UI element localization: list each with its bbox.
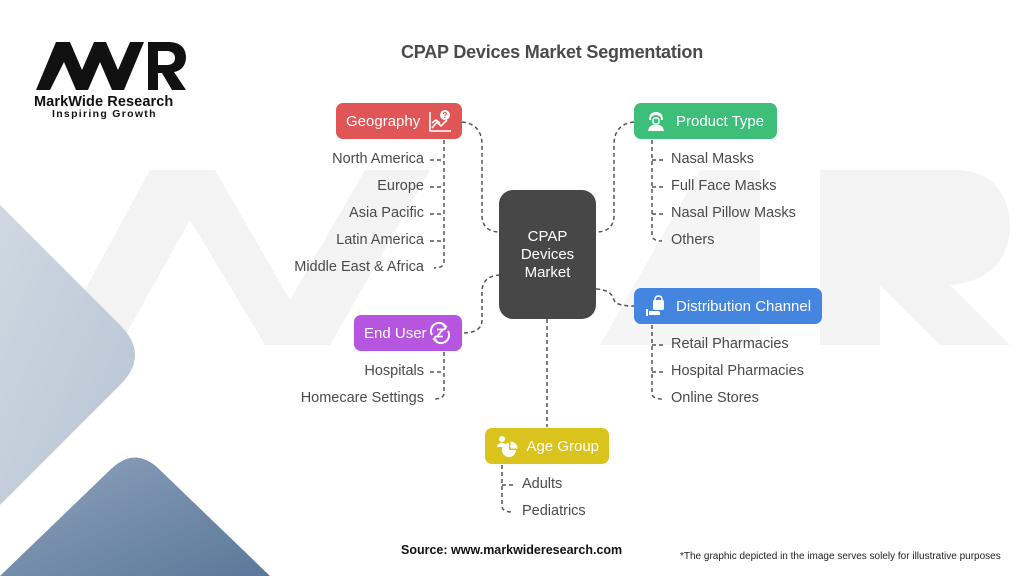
- category-label: Geography: [346, 112, 421, 130]
- sleep-cycle-icon: [428, 321, 452, 345]
- decor-shape-dark: [0, 457, 270, 576]
- cpap-mask-user-icon: [644, 109, 668, 133]
- list-item: Asia Pacific: [349, 205, 424, 221]
- users-pie-icon: [495, 434, 519, 458]
- connector-product-leaves: [651, 140, 663, 242]
- list-item: Others: [671, 232, 715, 248]
- connector-distribution-leaves: [651, 325, 663, 400]
- category-product-type: Product Type: [634, 103, 777, 139]
- category-age-group: Age Group: [485, 428, 609, 464]
- category-distribution-channel: Distribution Channel: [634, 288, 822, 324]
- list-item: Nasal Masks: [671, 151, 754, 167]
- list-item: Adults: [522, 476, 563, 492]
- logo-name: MarkWide Research: [34, 94, 174, 110]
- markwide-logo-icon: [36, 42, 186, 90]
- list-item: Europe: [377, 178, 424, 194]
- list-item: Nasal Pillow Masks: [671, 205, 796, 221]
- connector-geography: [461, 121, 501, 233]
- list-item: Online Stores: [671, 390, 759, 406]
- list-item: Latin America: [336, 232, 424, 248]
- decor-shape-light: [0, 205, 135, 505]
- logo-tagline: Inspiring Growth: [52, 108, 157, 120]
- list-item: Full Face Masks: [671, 178, 777, 194]
- list-item: Pediatrics: [522, 503, 586, 519]
- connector-end-user: [461, 274, 501, 334]
- list-item: North America: [332, 151, 424, 167]
- svg-text:?: ?: [443, 111, 448, 120]
- disclaimer-text: *The graphic depicted in the image serve…: [680, 551, 1001, 562]
- chart-question-icon: ?: [428, 109, 452, 133]
- list-item: Hospitals: [364, 363, 424, 379]
- connector-end-user-leaves: [433, 352, 445, 400]
- page-title: CPAP Devices Market Segmentation: [400, 42, 704, 62]
- list-item: Middle East & Africa: [294, 259, 424, 275]
- list-item: Retail Pharmacies: [671, 336, 789, 352]
- connector-product-type: [595, 121, 635, 233]
- category-geography: Geography ?: [336, 103, 462, 139]
- category-end-user: End User: [354, 315, 462, 351]
- category-label: Age Group: [526, 437, 599, 455]
- list-item: Hospital Pharmacies: [671, 363, 804, 379]
- center-label: CPAP Devices Market: [520, 227, 575, 281]
- category-label: End User: [364, 324, 427, 342]
- connector-distribution: [595, 288, 635, 307]
- center-node: CPAP Devices Market: [499, 190, 596, 319]
- list-item: Homecare Settings: [300, 390, 424, 406]
- source-text: Source: www.markwideresearch.com: [401, 543, 623, 557]
- category-label: Distribution Channel: [676, 297, 812, 315]
- category-label: Product Type: [676, 112, 765, 130]
- hand-shopping-bag-icon: [644, 294, 668, 318]
- connector-geography-leaves: [433, 140, 445, 269]
- connector-age-leaves: [501, 465, 513, 513]
